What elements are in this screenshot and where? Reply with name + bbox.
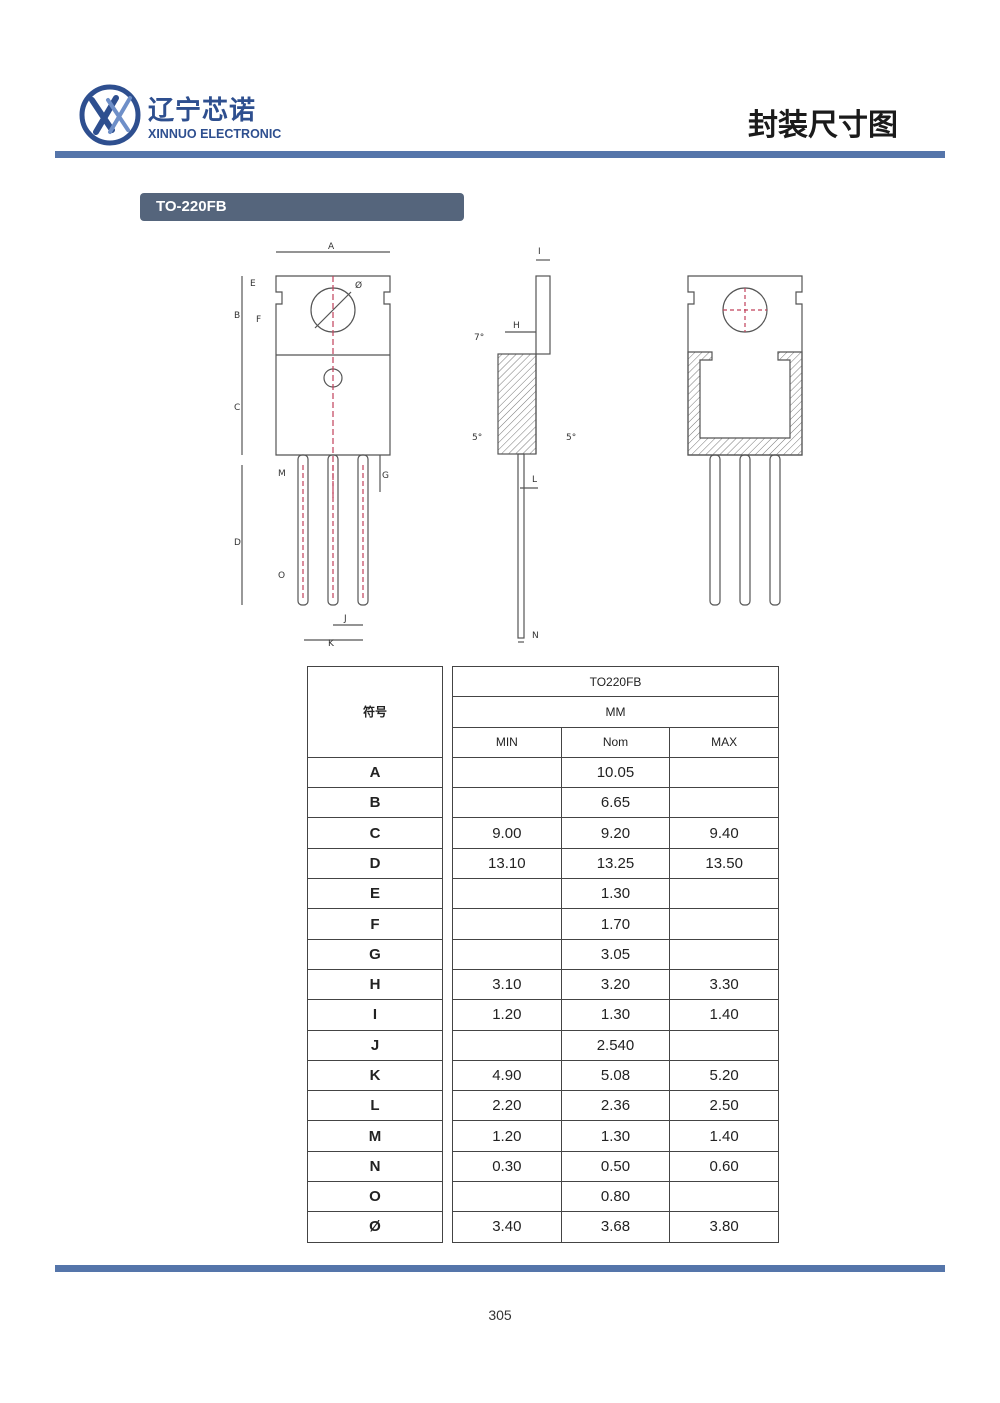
column-header: MAX (669, 726, 779, 758)
label-angle5b: 5° (566, 433, 576, 443)
side-view (497, 259, 551, 643)
brand-name-cn: 辽宁芯诺 (148, 96, 257, 126)
label-G: G (382, 471, 389, 481)
label-J: J (343, 614, 347, 624)
label-angle5a: 5° (472, 433, 482, 443)
label-I: I (538, 247, 541, 257)
brand-name-en: XINNUO ELECTRONIC (148, 127, 282, 141)
label-D: D (234, 538, 241, 548)
label-M: M (278, 469, 286, 479)
package-header: TO220FB (452, 665, 779, 698)
package-tab: TO-220FB (140, 193, 464, 221)
column-header: Nom (560, 726, 671, 758)
label-L: L (532, 475, 537, 485)
label-angle7: 7° (474, 333, 484, 343)
package-drawing: A B C D E F G M O J K Ø I H L N 7° 5° 5° (234, 242, 803, 649)
label-H: H (513, 321, 520, 331)
label-A: A (328, 242, 335, 252)
label-N: N (532, 631, 539, 641)
company-logo (79, 84, 141, 146)
label-K: K (328, 639, 335, 649)
header-rule (55, 151, 945, 158)
column-header: MIN (452, 726, 562, 758)
page-title: 封装尺寸图 (748, 108, 898, 143)
back-view (687, 275, 803, 606)
label-C: C (234, 403, 240, 413)
label-B: B (234, 311, 240, 321)
label-E: E (250, 279, 256, 289)
label-phi: Ø (355, 280, 362, 291)
label-F: F (256, 315, 261, 325)
symbol-header: 符号 (307, 666, 443, 758)
unit-header: MM (452, 696, 779, 728)
page-number: 305 (488, 1307, 512, 1323)
front-view (241, 251, 391, 641)
footer-rule (55, 1265, 945, 1272)
label-O: O (278, 571, 285, 581)
